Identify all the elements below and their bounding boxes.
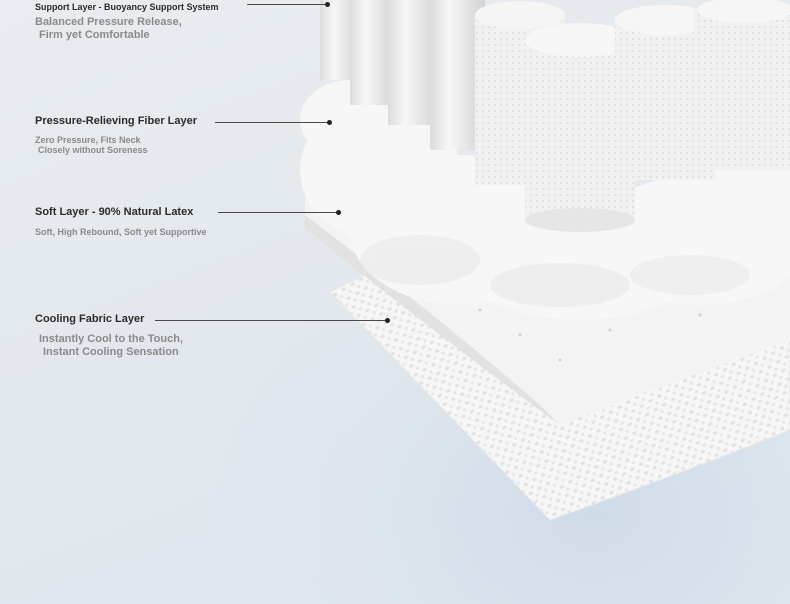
cooling-layer-leader-dot xyxy=(385,318,390,323)
support-layer-leader-dot xyxy=(325,2,330,7)
cooling-layer-desc-line-1: Instantly Cool to the Touch, xyxy=(39,333,184,345)
support-layer-desc-line-2: Firm yet Comfortable xyxy=(39,28,150,41)
fiber-layer-title: Pressure-Relieving Fiber Layer xyxy=(35,115,198,127)
latex-layer-leader-line xyxy=(218,212,338,213)
latex-layer-desc-line-1: Soft, High Rebound, Soft yet Supportive xyxy=(35,227,207,237)
cooling-layer-desc-line-2: Instant Cooling Sensation xyxy=(43,345,179,358)
callout-support-layer: Support Layer - Buoyancy Support System … xyxy=(35,2,219,41)
support-layer-description: Balanced Pressure Release, Firm yet Comf… xyxy=(35,16,219,41)
latex-layer-description: Soft, High Rebound, Soft yet Supportive xyxy=(35,227,207,237)
fiber-layer-desc-line-2: Closely without Soreness xyxy=(38,145,148,156)
callout-fiber-layer: Pressure-Relieving Fiber Layer Zero Pres… xyxy=(35,115,197,156)
fiber-layer-leader-line xyxy=(215,122,328,123)
fiber-layer-desc-line-1: Zero Pressure, Fits Neck xyxy=(35,135,141,145)
cooling-layer-description: Instantly Cool to the Touch, Instant Coo… xyxy=(35,333,183,358)
callout-cooling-layer: Cooling Fabric Layer Instantly Cool to t… xyxy=(35,313,183,358)
support-layer-leader-line xyxy=(247,4,327,5)
fiber-layer-leader-dot xyxy=(327,120,332,125)
latex-layer-title: Soft Layer - 90% Natural Latex xyxy=(35,206,194,218)
cooling-layer-leader-line xyxy=(155,320,387,321)
fiber-layer-description: Zero Pressure, Fits Neck Closely without… xyxy=(35,135,197,156)
support-layer-title: Support Layer - Buoyancy Support System xyxy=(35,2,219,12)
support-layer-desc-line-1: Balanced Pressure Release, xyxy=(35,16,182,28)
cooling-layer-title: Cooling Fabric Layer xyxy=(35,313,145,325)
latex-layer-leader-dot xyxy=(336,210,341,215)
support-spring-cylinders xyxy=(320,0,790,232)
callout-latex-layer: Soft Layer - 90% Natural Latex Soft, Hig… xyxy=(35,206,207,237)
